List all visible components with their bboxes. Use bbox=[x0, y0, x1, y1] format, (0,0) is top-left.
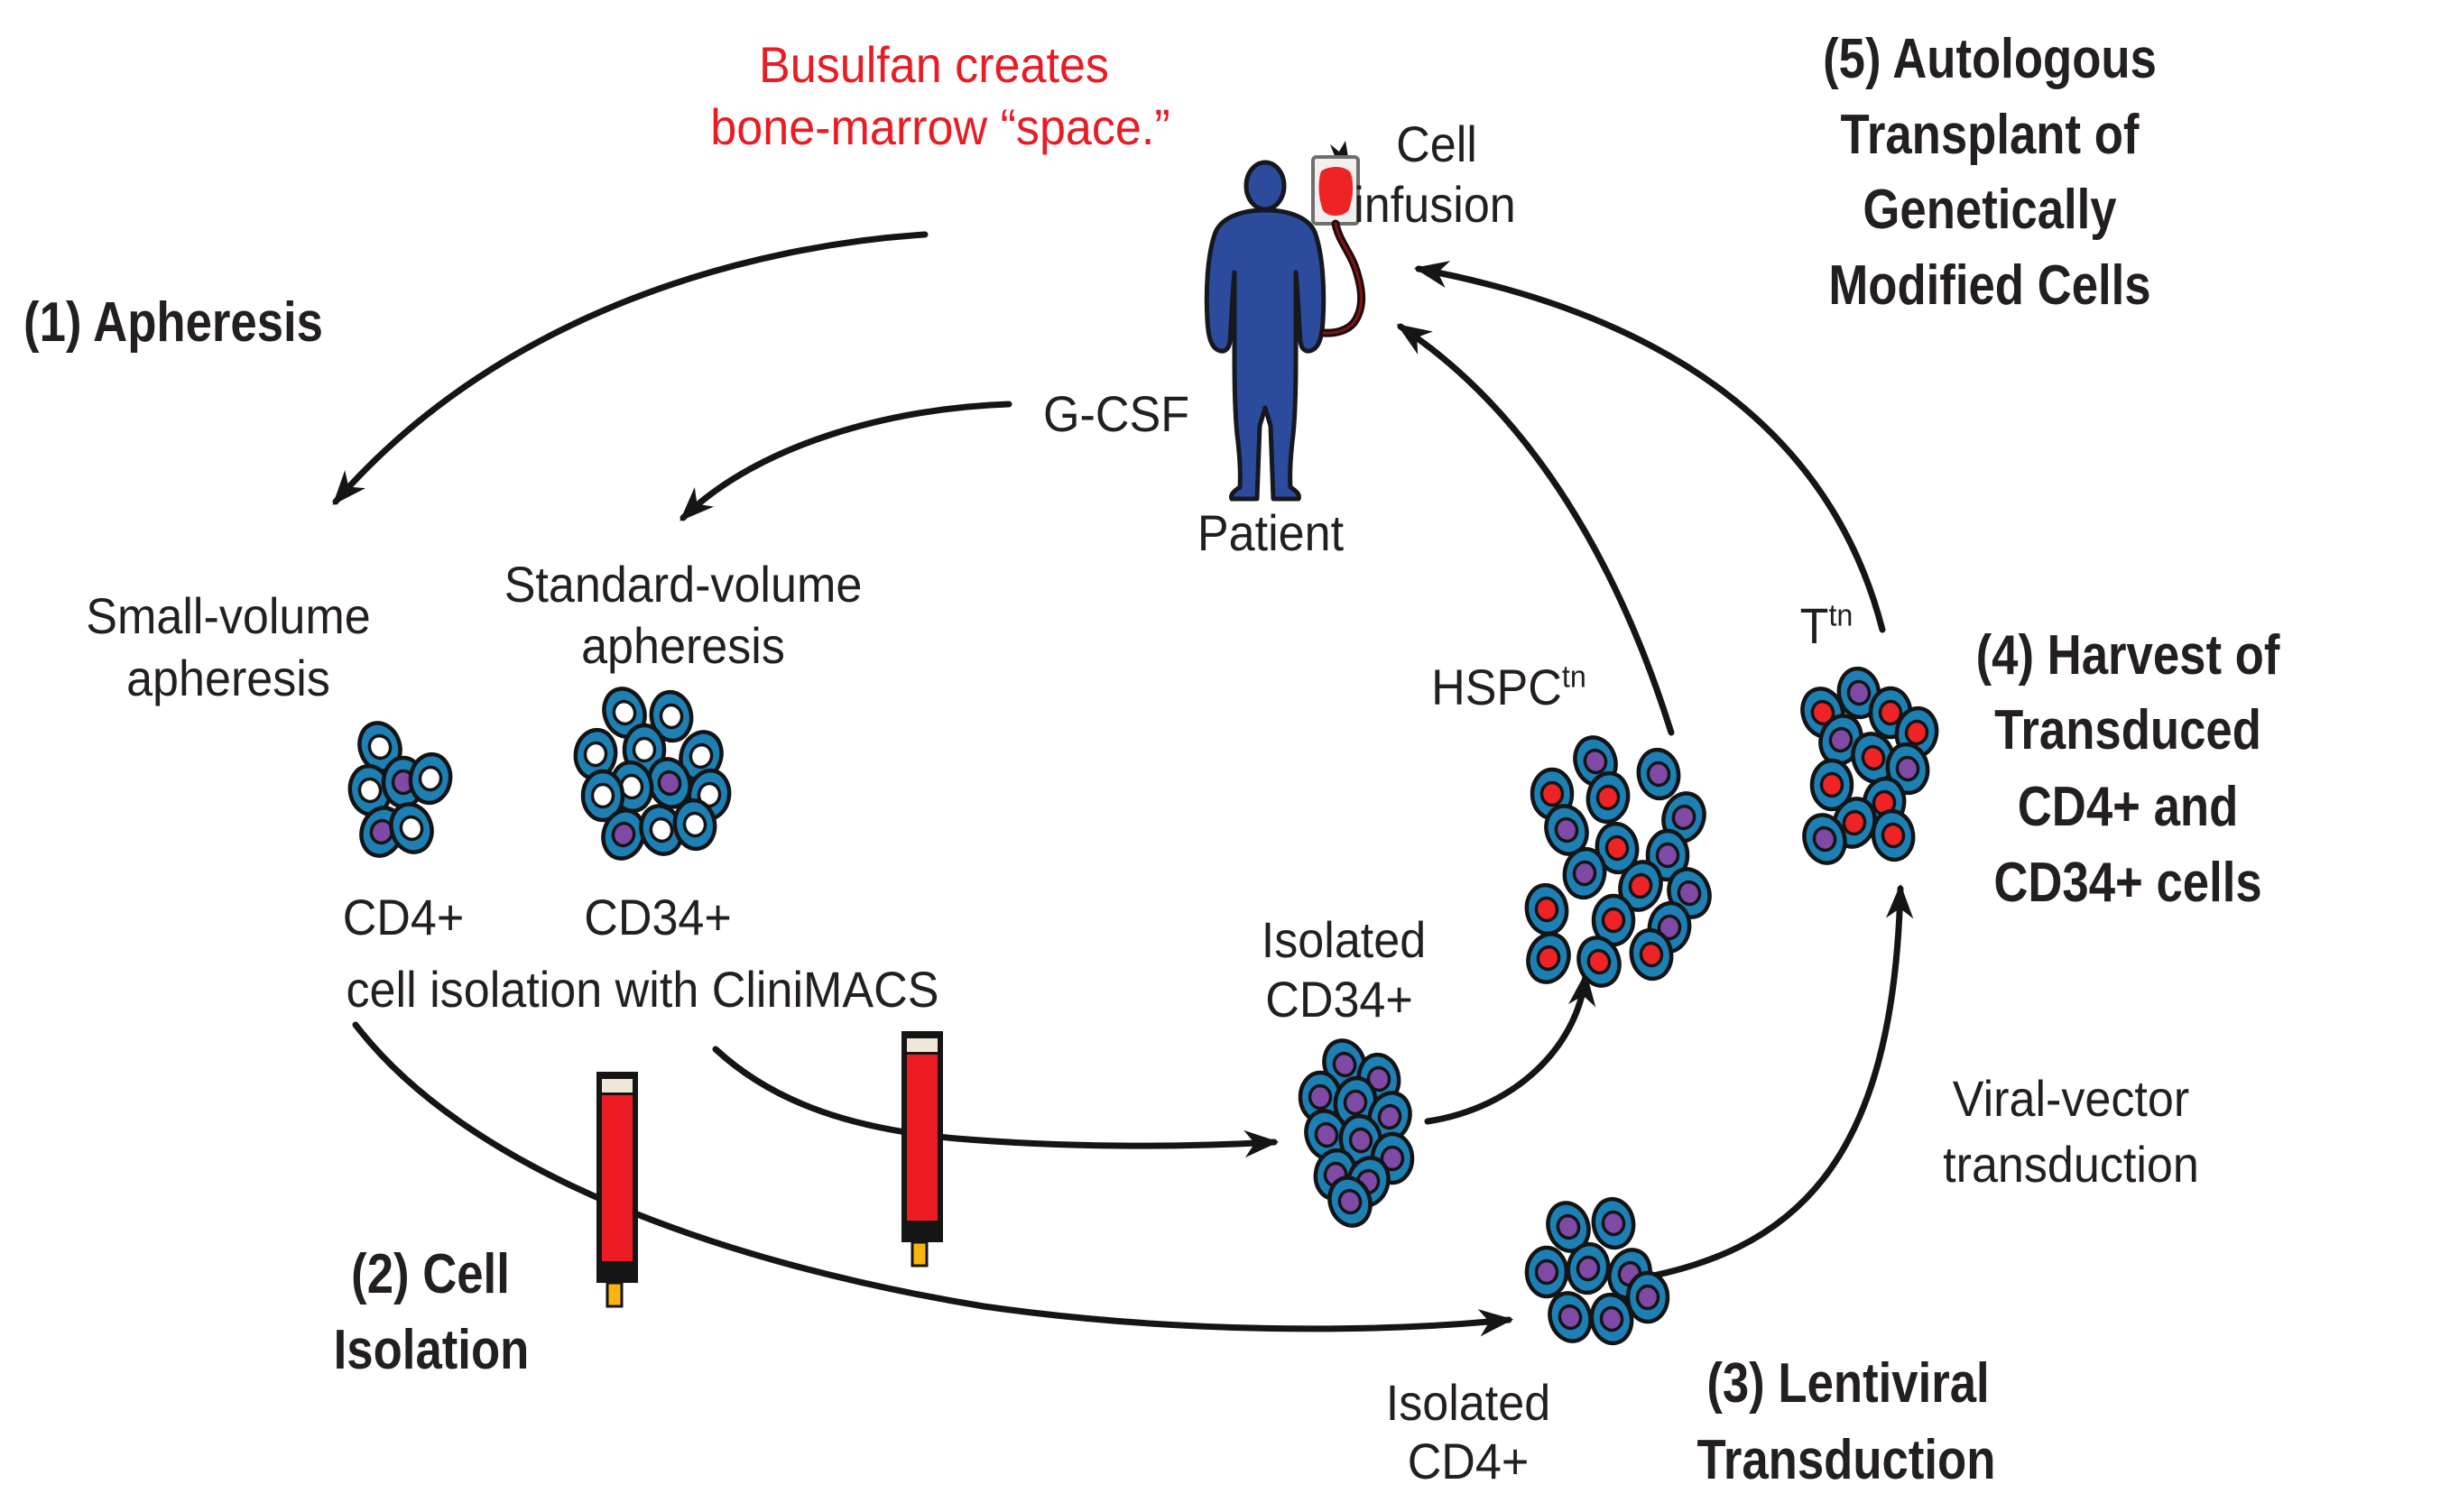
cd4-label: CD4+ bbox=[342, 889, 465, 945]
clinimacs-column-2 bbox=[901, 1031, 943, 1268]
viral-vector-label-line2: transduction bbox=[1943, 1136, 2199, 1193]
flow-arrows bbox=[332, 231, 1914, 1337]
small-volume-label-line1: Small-volume bbox=[86, 587, 371, 644]
hspc-tn-superscript: tn bbox=[1561, 659, 1586, 695]
gcsf-label: G-CSF bbox=[1042, 385, 1190, 442]
cd34-to-isolated-cd34-arrow bbox=[712, 1046, 1280, 1158]
step4-title-line2: Transduced bbox=[1994, 699, 2261, 761]
isolated-cd4-label-line1: Isolated bbox=[1385, 1374, 1551, 1431]
isolated-cd34-to-hspc-arrow bbox=[1424, 971, 1596, 1125]
isolated-cd4-label-line2: CD4+ bbox=[1407, 1433, 1530, 1489]
step4-title-line4: CD34+ cells bbox=[1993, 852, 2262, 914]
isolated-cd34-label-line2: CD34+ bbox=[1265, 971, 1413, 1028]
isolated-cd4-to-t-arrow bbox=[1621, 883, 1914, 1285]
standard-volume-label-line1: Standard-volume bbox=[504, 556, 863, 613]
bag-blood bbox=[1318, 166, 1354, 217]
standard-volume-cd34-cells bbox=[573, 687, 732, 861]
isolated-cd4-cells bbox=[1524, 1196, 1670, 1346]
isolation-clinimacs-label: cell isolation with CliniMACS bbox=[346, 961, 939, 1018]
patient-label: Patient bbox=[1197, 504, 1345, 561]
hspc-transduced-cells bbox=[1524, 735, 1712, 988]
blood-bag bbox=[1311, 141, 1366, 337]
hspc-tn-label: HSPCtn bbox=[1431, 659, 1586, 715]
step2-title-line1: (2) Cell bbox=[351, 1243, 510, 1305]
cell-infusion-label-line1: Cell bbox=[1396, 115, 1477, 172]
step5-title-line3: Genetically bbox=[1863, 179, 2117, 241]
standard-volume-label-line2: apheresis bbox=[581, 617, 785, 674]
cell-infusion-label-line2: infusion bbox=[1354, 176, 1516, 233]
step2-title-line2: Isolation bbox=[333, 1319, 530, 1381]
hspc-to-patient-arrow bbox=[1396, 323, 1675, 736]
step3-title-line2: Transduction bbox=[1696, 1429, 1996, 1491]
step5-title-line1: (5) Autologous bbox=[1823, 28, 2157, 90]
infusion-tube-core bbox=[1322, 222, 1364, 335]
step1-title: (1) Apheresis bbox=[23, 291, 323, 354]
busulfan-note-line2: bone-marrow “space.” bbox=[710, 98, 1170, 155]
isolated-cd34-label-line1: Isolated bbox=[1261, 911, 1427, 968]
t-to-patient-arrow bbox=[1413, 261, 1886, 633]
small-volume-cd4-cells bbox=[347, 721, 453, 858]
hspc-tn-base: HSPC bbox=[1431, 659, 1562, 715]
apheresis-arrow bbox=[332, 231, 929, 505]
cell-clusters bbox=[347, 666, 1939, 1346]
t-tn-superscript: tn bbox=[1828, 598, 1853, 633]
t-tn-label: Ttn bbox=[1800, 598, 1853, 651]
step4-title-line3: CD4+ and bbox=[2017, 776, 2239, 838]
step3-title-line1: (3) Lentiviral bbox=[1706, 1352, 1990, 1415]
patient-head bbox=[1243, 160, 1287, 212]
t-tn-base: T bbox=[1799, 597, 1829, 654]
small-volume-label-line2: apheresis bbox=[126, 650, 330, 706]
cd34-label: CD34+ bbox=[584, 889, 732, 945]
clinimacs-column-1 bbox=[596, 1072, 638, 1308]
cd4-to-isolated-cd4-arrow bbox=[352, 1021, 1514, 1337]
step5-title-line2: Transplant of bbox=[1840, 104, 2140, 166]
isolated-cd34-cells bbox=[1298, 1038, 1415, 1228]
viral-vector-label-line1: Viral-vector bbox=[1952, 1070, 2190, 1127]
step4-title-line1: (4) Harvest of bbox=[1975, 624, 2280, 687]
patient-body bbox=[1204, 207, 1327, 502]
step5-title-line4: Modified Cells bbox=[1828, 254, 2151, 317]
patient-figure bbox=[1204, 160, 1327, 502]
gcsf-arrow bbox=[679, 401, 1012, 521]
busulfan-note-line1: Busulfan creates bbox=[759, 36, 1109, 93]
t-transduced-cells bbox=[1800, 666, 1939, 865]
